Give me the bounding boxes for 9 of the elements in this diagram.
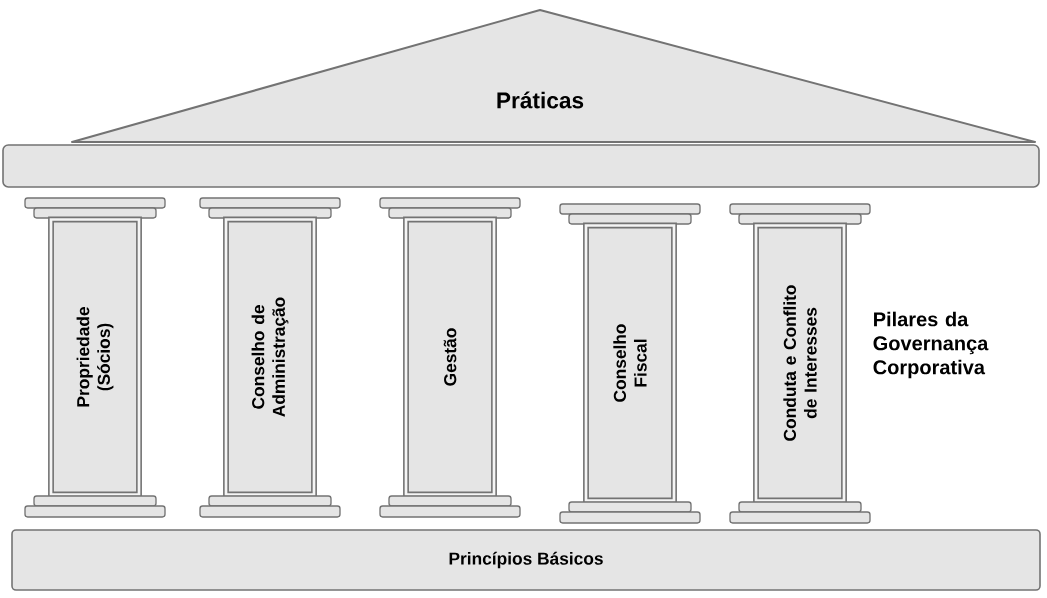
base-platform: Princípios Básicos	[11, 529, 1041, 591]
column-shaft: Gestão	[403, 216, 497, 498]
side-caption: Pilares da Governança Corporativa	[873, 311, 989, 379]
column-shaft: Conselho Fiscal	[583, 222, 677, 504]
entablature-beam	[2, 144, 1040, 188]
column-shaft: Propriedade (Sócios)	[48, 216, 142, 498]
column-shaft: Conduta e Conflito de Interesses	[753, 222, 847, 504]
column-shaft: Conselho de Administração	[223, 216, 317, 498]
roof-pediment: Práticas	[71, 9, 1036, 143]
